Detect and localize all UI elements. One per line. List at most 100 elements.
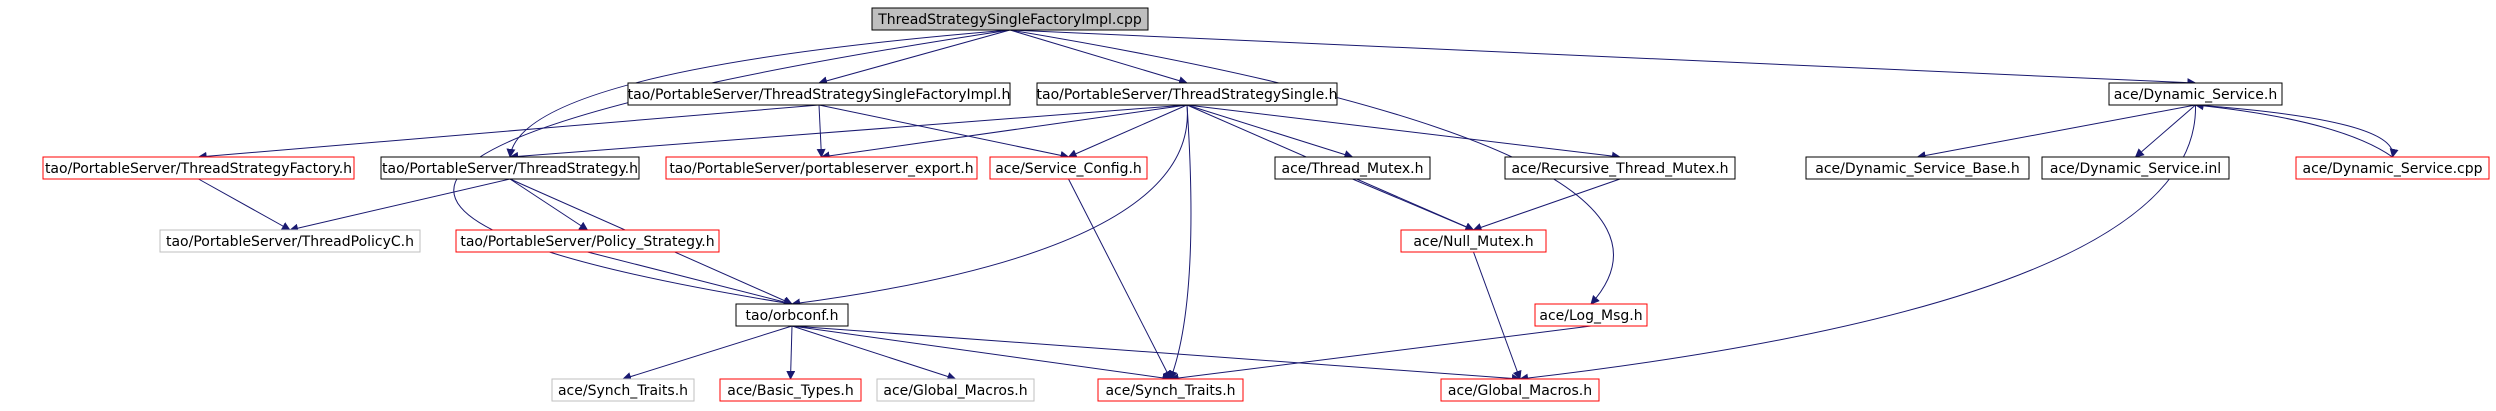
node-box: [876, 378, 1035, 402]
edge-orb-gm2: [791, 325, 1521, 383]
edge-root-ts: [506, 29, 1011, 158]
node-box: [1400, 229, 1547, 253]
node-label: ace/Global_Macros.h: [1448, 383, 1592, 399]
edge-tsfi-pse: [816, 104, 826, 158]
node-box: [42, 156, 355, 180]
node-box: [1274, 156, 1431, 180]
edge-ds-dsi: [2134, 104, 2196, 158]
node-bt[interactable]: ace/Basic_Types.h: [719, 378, 862, 402]
node-label: ace/Log_Msg.h: [1539, 308, 1642, 324]
node-st1[interactable]: ace/Synch_Traits.h: [551, 378, 695, 402]
edge-ds-dsb: [1916, 104, 2196, 160]
node-label: tao/PortableServer/ThreadStrategySingleF…: [628, 87, 1011, 103]
node-sc[interactable]: ace/Service_Config.h: [989, 156, 1148, 180]
node-tsf[interactable]: tao/PortableServer/ThreadStrategyFactory…: [42, 156, 355, 180]
edges-layer: [197, 29, 2399, 383]
node-box: [665, 156, 978, 180]
node-ts[interactable]: tao/PortableServer/ThreadStrategy.h: [380, 156, 640, 180]
edge-orb-bt: [786, 325, 796, 380]
node-label: ThreadStrategySingleFactoryImpl.cpp: [877, 12, 1142, 28]
node-box: [719, 378, 862, 402]
node-label: ace/Basic_Types.h: [727, 383, 853, 399]
edge-tm-nm: [1352, 178, 1475, 232]
node-box: [1805, 156, 2030, 180]
edge-tsfi-tsf: [197, 104, 820, 161]
edge-nm-gm2: [1473, 251, 1522, 380]
node-box: [1534, 303, 1648, 327]
node-box: [989, 156, 1148, 180]
node-box: [1440, 378, 1600, 402]
edge-tss-orb: [791, 104, 1188, 308]
node-label: ace/Service_Config.h: [995, 161, 1142, 177]
edge-ps-orb: [587, 251, 793, 307]
node-tpc[interactable]: tao/PortableServer/ThreadPolicyC.h: [159, 229, 421, 253]
node-label: tao/PortableServer/ThreadPolicyC.h: [166, 234, 414, 250]
node-box: [1504, 156, 1736, 180]
node-label: ace/Dynamic_Service.inl: [2050, 161, 2221, 177]
edge-lm-st2: [1169, 325, 1592, 383]
edge-root-tsfi: [818, 29, 1011, 86]
edge-orb-gm1: [791, 325, 957, 381]
node-label: tao/PortableServer/ThreadStrategyFactory…: [45, 161, 352, 177]
edge-ds-gm2: [1519, 104, 2197, 383]
node-box: [2108, 82, 2283, 106]
node-label: tao/PortableServer/ThreadStrategySingle.…: [1037, 87, 1338, 103]
node-box: [380, 156, 640, 180]
edge-tss-ts: [509, 104, 1188, 161]
edge-tss-pse: [820, 104, 1188, 161]
edge-tss-sc: [1067, 104, 1188, 158]
node-box: [551, 378, 695, 402]
node-ds[interactable]: ace/Dynamic_Service.h: [2108, 82, 2283, 106]
edge-tsfi-sc: [818, 104, 1070, 160]
node-tsfi[interactable]: tao/PortableServer/ThreadStrategySingleF…: [627, 82, 1011, 106]
node-gm2[interactable]: ace/Global_Macros.h: [1440, 378, 1600, 402]
edge-root-ds: [1009, 29, 2197, 88]
node-rtm[interactable]: ace/Recursive_Thread_Mutex.h: [1504, 156, 1736, 180]
edge-orb-st2: [791, 325, 1172, 383]
node-box: [1036, 82, 1338, 106]
node-st2[interactable]: ace/Synch_Traits.h: [1097, 378, 1244, 402]
node-box: [455, 229, 720, 253]
node-box: [1097, 378, 1244, 402]
node-label: tao/PortableServer/ThreadStrategy.h: [382, 161, 638, 177]
node-lm[interactable]: ace/Log_Msg.h: [1534, 303, 1648, 327]
node-box: [871, 7, 1149, 31]
edge-tss-tm: [1186, 104, 1354, 159]
node-tm[interactable]: ace/Thread_Mutex.h: [1274, 156, 1431, 180]
nodes-layer: ThreadStrategySingleFactoryImpl.cpp tao/P…: [42, 7, 2490, 402]
node-box: [2041, 156, 2230, 180]
node-label: ace/Thread_Mutex.h: [1282, 161, 1424, 177]
edge-tss-rtm: [1186, 104, 1621, 161]
node-dsb[interactable]: ace/Dynamic_Service_Base.h: [1805, 156, 2030, 180]
node-box: [735, 303, 849, 327]
node-orb[interactable]: tao/orbconf.h: [735, 303, 849, 327]
edge-orb-st1: [622, 325, 793, 381]
node-ps[interactable]: tao/PortableServer/Policy_Strategy.h: [455, 229, 720, 253]
node-gm1[interactable]: ace/Global_Macros.h: [876, 378, 1035, 402]
node-label: ace/Dynamic_Service_Base.h: [1815, 161, 2020, 177]
node-dscpp[interactable]: ace/Dynamic_Service.cpp: [2295, 156, 2490, 180]
node-box: [2295, 156, 2490, 180]
node-root[interactable]: ThreadStrategySingleFactoryImpl.cpp: [871, 7, 1149, 31]
node-label: ace/Null_Mutex.h: [1413, 234, 1533, 250]
edge-root-tss: [1009, 29, 1188, 85]
node-nm[interactable]: ace/Null_Mutex.h: [1400, 229, 1547, 253]
edge-rtm-nm: [1472, 178, 1621, 232]
node-label: ace/Dynamic_Service.h: [2114, 87, 2277, 103]
node-label: tao/PortableServer/Policy_Strategy.h: [460, 234, 714, 250]
edge-sc-st2: [1068, 178, 1171, 380]
node-label: tao/PortableServer/portableserver_export…: [669, 161, 973, 177]
edge-dscpp-ds: [2194, 101, 2393, 158]
node-box: [159, 229, 421, 253]
node-label: ace/Dynamic_Service.cpp: [2302, 161, 2482, 177]
edge-ts-tpc: [289, 178, 511, 233]
node-dsi[interactable]: ace/Dynamic_Service.inl: [2041, 156, 2230, 180]
node-label: ace/Synch_Traits.h: [1105, 383, 1235, 399]
node-pse[interactable]: tao/PortableServer/portableserver_export…: [665, 156, 978, 180]
edge-tss-st2: [1169, 104, 1192, 380]
edge-tsf-tpc: [198, 178, 291, 231]
node-label: ace/Global_Macros.h: [883, 383, 1027, 399]
node-tss[interactable]: tao/PortableServer/ThreadStrategySingle.…: [1036, 82, 1338, 106]
node-label: ace/Recursive_Thread_Mutex.h: [1511, 161, 1728, 177]
